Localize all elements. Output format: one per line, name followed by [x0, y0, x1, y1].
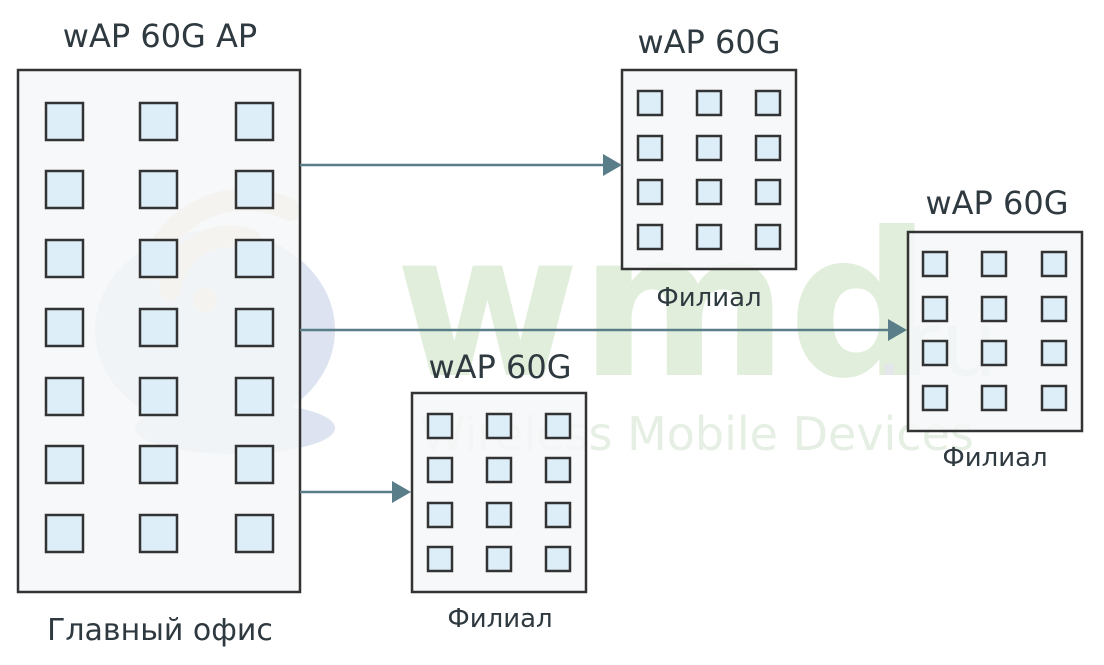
- branch-bottom-title: wAP 60G: [428, 348, 571, 386]
- branch-top-window: [695, 223, 723, 251]
- branch-bottom-building: [410, 391, 588, 594]
- main-window: [234, 513, 275, 554]
- branch-top-window: [636, 89, 664, 117]
- main-window: [234, 376, 275, 417]
- branch-top-window: [754, 89, 782, 117]
- branch-bottom-window: [485, 501, 513, 529]
- main-window: [138, 169, 179, 210]
- branch-right-window: [980, 384, 1008, 412]
- branch-bottom-caption: Филиал: [447, 604, 552, 634]
- main-window: [138, 444, 179, 485]
- link-arrow-to-right-branch: [300, 319, 907, 341]
- branch-right-window: [921, 339, 949, 367]
- branch-bottom-window: [426, 545, 454, 573]
- branch-bottom-window: [426, 501, 454, 529]
- branch-bottom-window: [544, 456, 572, 484]
- branch-top-window: [636, 134, 664, 162]
- main-building-title: wAP 60G AP: [63, 17, 257, 55]
- branch-right-window: [1040, 339, 1068, 367]
- main-window: [138, 307, 179, 348]
- main-window: [44, 238, 85, 279]
- branch-right-window: [921, 250, 949, 278]
- branch-right-window: [921, 295, 949, 323]
- branch-right-window: [980, 339, 1008, 367]
- main-window: [234, 444, 275, 485]
- branch-bottom-window-grid: [426, 412, 572, 573]
- branch-bottom-window: [485, 412, 513, 440]
- branch-right-window: [980, 250, 1008, 278]
- main-window: [234, 169, 275, 210]
- branch-top-window-grid: [636, 89, 782, 251]
- branch-right-window: [1040, 384, 1068, 412]
- branch-top-title: wAP 60G: [637, 23, 780, 61]
- branch-top-window: [695, 89, 723, 117]
- branch-bottom-window: [485, 545, 513, 573]
- branch-bottom-window: [426, 456, 454, 484]
- branch-top-window: [754, 223, 782, 251]
- branch-right-caption: Филиал: [942, 443, 1047, 473]
- branch-top-caption: Филиал: [656, 283, 761, 313]
- main-window: [44, 101, 85, 142]
- main-window: [234, 238, 275, 279]
- link-arrow-to-bottom-branch: [300, 481, 411, 503]
- branch-right-window: [1040, 295, 1068, 323]
- main-window: [138, 101, 179, 142]
- main-window: [138, 376, 179, 417]
- branch-right-window-grid: [921, 250, 1068, 412]
- branch-right-window: [921, 384, 949, 412]
- main-window: [44, 376, 85, 417]
- branch-right-window: [980, 295, 1008, 323]
- main-building-caption: Главный офис: [47, 613, 273, 648]
- branch-bottom-window: [426, 412, 454, 440]
- main-window-grid: [44, 101, 275, 554]
- main-window: [44, 169, 85, 210]
- main-window: [138, 513, 179, 554]
- main-window: [138, 238, 179, 279]
- branch-right-title: wAP 60G: [925, 184, 1068, 222]
- link-arrow-to-top-branch: [300, 154, 622, 176]
- branch-top-window: [636, 178, 664, 206]
- branch-right-window: [1040, 250, 1068, 278]
- main-window: [44, 513, 85, 554]
- main-window: [44, 444, 85, 485]
- main-window: [44, 307, 85, 348]
- branch-right-building: [906, 230, 1084, 433]
- branch-top-window: [754, 134, 782, 162]
- main-window: [234, 307, 275, 348]
- branch-top-window: [695, 134, 723, 162]
- branch-bottom-window: [544, 545, 572, 573]
- branch-bottom-window: [544, 412, 572, 440]
- main-window: [234, 101, 275, 142]
- main-office-building: [16, 68, 302, 594]
- branch-top-building: [620, 68, 798, 271]
- branch-top-window: [636, 223, 664, 251]
- branch-bottom-window: [485, 456, 513, 484]
- branch-top-window: [695, 178, 723, 206]
- branch-top-window: [754, 178, 782, 206]
- branch-bottom-window: [544, 501, 572, 529]
